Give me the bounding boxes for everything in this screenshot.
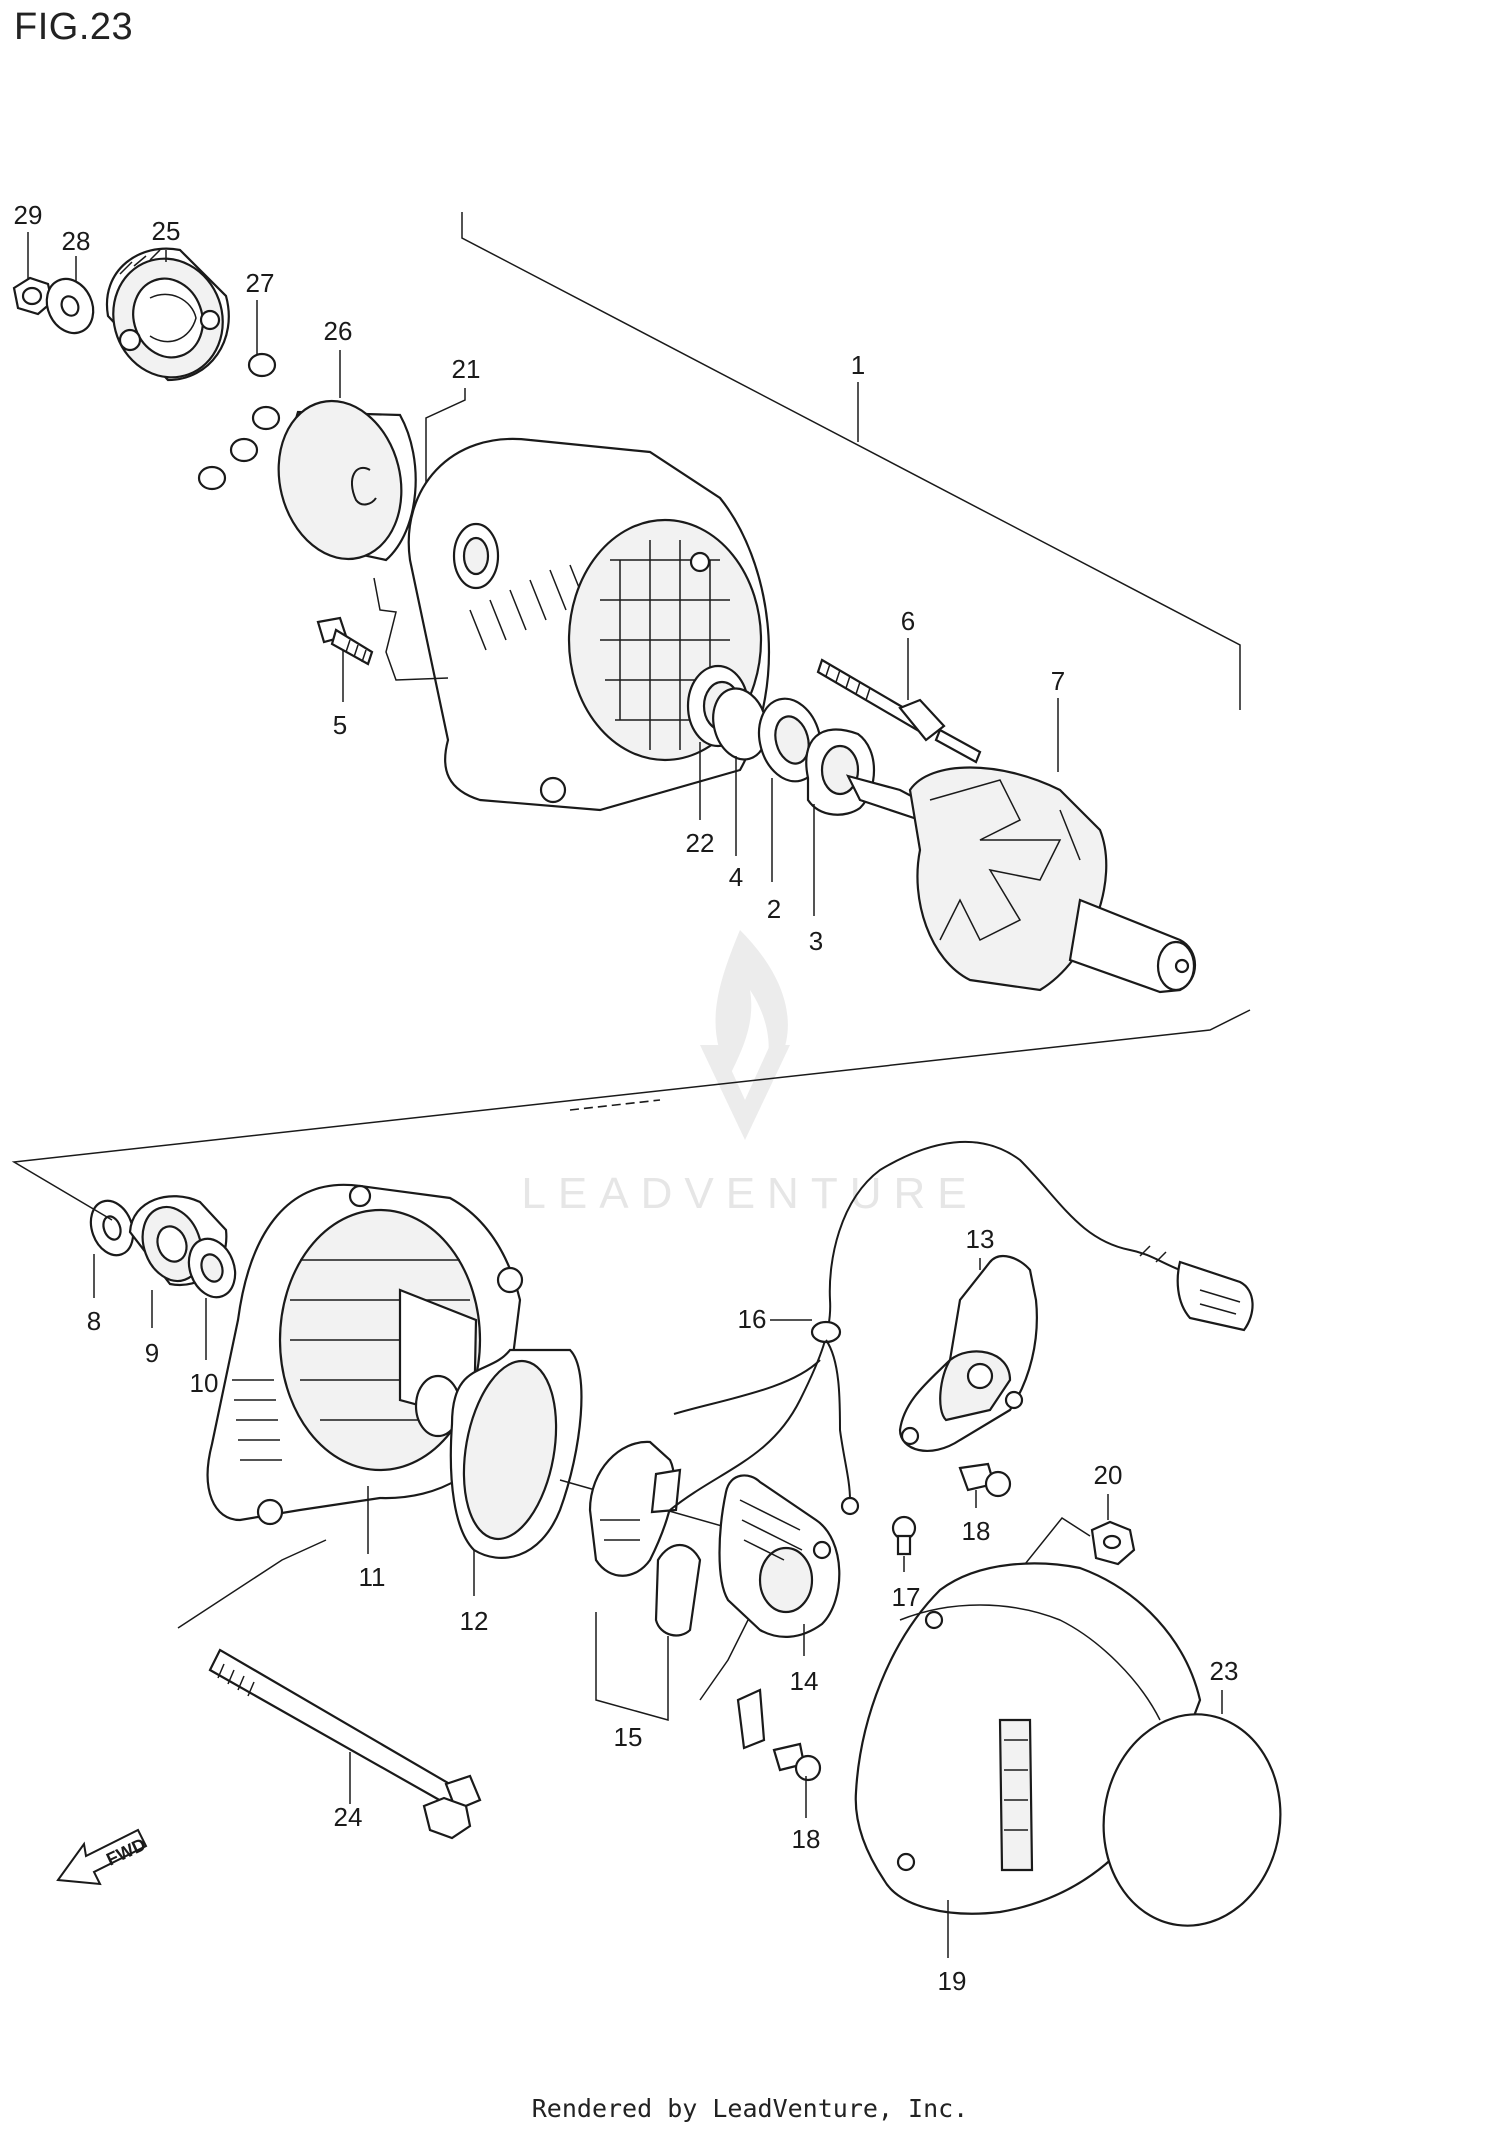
shaft-line-upper	[11, 1009, 1251, 1221]
part-nut-20	[1090, 1520, 1136, 1566]
callout-5: 5	[333, 710, 347, 740]
callout-27: 27	[246, 268, 275, 298]
part-pulley-hub-25	[105, 247, 230, 382]
part-harness-16	[669, 1140, 1254, 1516]
callout-4: 4	[729, 862, 743, 892]
part-cover-plate-12	[449, 1348, 583, 1559]
callout-21: 21	[452, 354, 481, 384]
callout-29: 29	[14, 200, 43, 230]
callout-24: 24	[334, 1802, 363, 1832]
callout-1: 1	[851, 350, 865, 380]
figure-title: FIG.23	[14, 6, 134, 48]
callout-16: 16	[738, 1304, 767, 1334]
part-rectifier-14	[718, 1474, 841, 1638]
callout-26: 26	[324, 316, 353, 346]
part-bolt-5	[316, 616, 374, 666]
part-front-housing	[407, 437, 771, 812]
part-washer-28	[45, 277, 95, 335]
part-screw-18b	[772, 1742, 822, 1782]
shaft-line-24	[177, 1539, 327, 1629]
leader-15	[595, 1612, 669, 1721]
fwd-arrow-icon: FWD	[56, 1828, 149, 1886]
callout-19: 19	[938, 1966, 967, 1996]
callout-15: 15	[614, 1722, 643, 1752]
ref-zigzag-5	[373, 577, 449, 681]
part-stud-6	[816, 658, 982, 764]
part-through-bolt-24	[208, 1648, 482, 1840]
part-cap-23	[1102, 1713, 1282, 1927]
watermark: LEADVENTURE	[521, 930, 978, 1218]
part-fan-26	[277, 399, 417, 562]
callout-12: 12	[460, 1606, 489, 1636]
callout-25: 25	[152, 216, 181, 246]
callout-18a: 18	[962, 1516, 991, 1546]
part-seal-10	[187, 1237, 237, 1299]
callout-3: 3	[809, 926, 823, 956]
part-rotor-7	[845, 766, 1196, 994]
callout-6: 6	[901, 606, 915, 636]
callout-13: 13	[966, 1224, 995, 1254]
callout-14: 14	[790, 1666, 819, 1696]
part-regulator-13	[898, 1254, 1038, 1452]
callout-11: 11	[359, 1562, 386, 1592]
group-bracket-1	[461, 212, 1241, 710]
callout-8: 8	[87, 1306, 101, 1336]
callout-10: 10	[190, 1368, 219, 1398]
callout-22: 22	[686, 828, 715, 858]
callout-9: 9	[145, 1338, 159, 1368]
watermark-text: LEADVENTURE	[521, 1169, 978, 1218]
callout-labels: 29 28 25 27 26 21 1 6 7 5 22 4 2 3 8 9 1…	[14, 200, 1239, 1996]
callout-18b: 18	[792, 1824, 821, 1854]
part-rear-housing-11	[206, 1183, 524, 1526]
footer-credit: Rendered by LeadVenture, Inc.	[531, 2094, 969, 2123]
watermark-chevron-icon	[700, 1045, 790, 1140]
callout-2: 2	[767, 894, 781, 924]
part-screw-18a	[958, 1462, 1012, 1498]
shaft-line-dash	[569, 1099, 661, 1111]
part-screw-17	[891, 1515, 917, 1556]
leader-clip	[699, 1619, 749, 1701]
callout-28: 28	[62, 226, 91, 256]
part-bearing-9	[128, 1195, 228, 1287]
callout-17: 17	[892, 1582, 921, 1612]
part-brush-holder-15	[588, 1440, 702, 1637]
part-clip-14	[736, 1688, 766, 1750]
callout-20: 20	[1094, 1460, 1123, 1490]
callout-23: 23	[1210, 1656, 1239, 1686]
part-nuts-27	[197, 352, 281, 491]
callout-7: 7	[1051, 666, 1065, 696]
